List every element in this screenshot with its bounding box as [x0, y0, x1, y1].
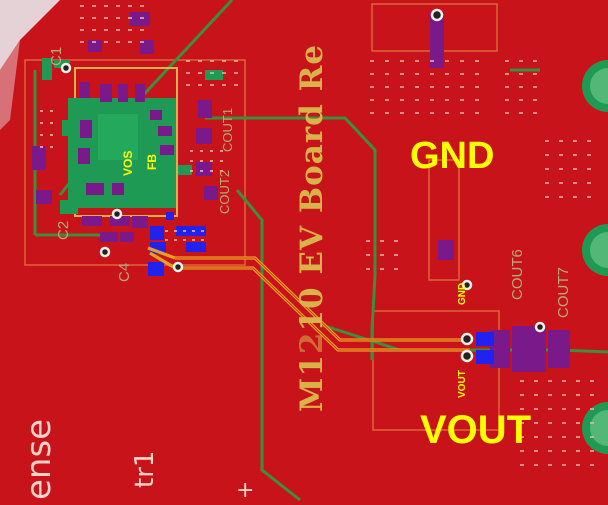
sense-edge-text: ense — [19, 418, 59, 500]
component-outlines — [24, 3, 500, 431]
plus-edge-text: + — [236, 478, 255, 503]
cout6-designator: COUT6 — [509, 249, 526, 300]
board-title-suffix: 10 EV Board Re — [294, 43, 330, 332]
cout2-designator: COUT2 — [217, 169, 232, 214]
gnd-net-label: GND — [410, 135, 495, 177]
trace-highlights — [175, 257, 470, 351]
gnd-pad-label: GND — [457, 282, 468, 305]
canvas-edge-shade — [0, 40, 20, 130]
fb-pin-label: FB — [145, 154, 159, 170]
vout-net-label: VOUT — [420, 408, 532, 452]
vos-pin-label: VOS — [121, 150, 135, 176]
c2-designator: C2 — [55, 220, 72, 240]
ic-exposed-pad — [98, 114, 138, 160]
c1-designator: C1 — [48, 46, 65, 66]
c4-designator: C4 — [116, 262, 133, 282]
board-title-silkscreen: M1210 EV Board Re — [294, 43, 330, 412]
thermal-via-array — [80, 5, 594, 466]
small-green-pads — [42, 58, 223, 214]
board-title-prefix: M1 — [294, 354, 330, 412]
output-terminals — [582, 60, 608, 454]
ctrl-edge-text: tr1 — [130, 450, 160, 488]
vias — [60, 8, 546, 363]
vout-pad-label: VOUT — [457, 370, 468, 398]
canvas-edge — [0, 0, 60, 70]
cout1-designator: COUT1 — [220, 107, 235, 152]
ic-silk-ticks — [40, 110, 223, 241]
cout7-designator: COUT7 — [555, 267, 572, 318]
ic-pads — [32, 12, 570, 372]
